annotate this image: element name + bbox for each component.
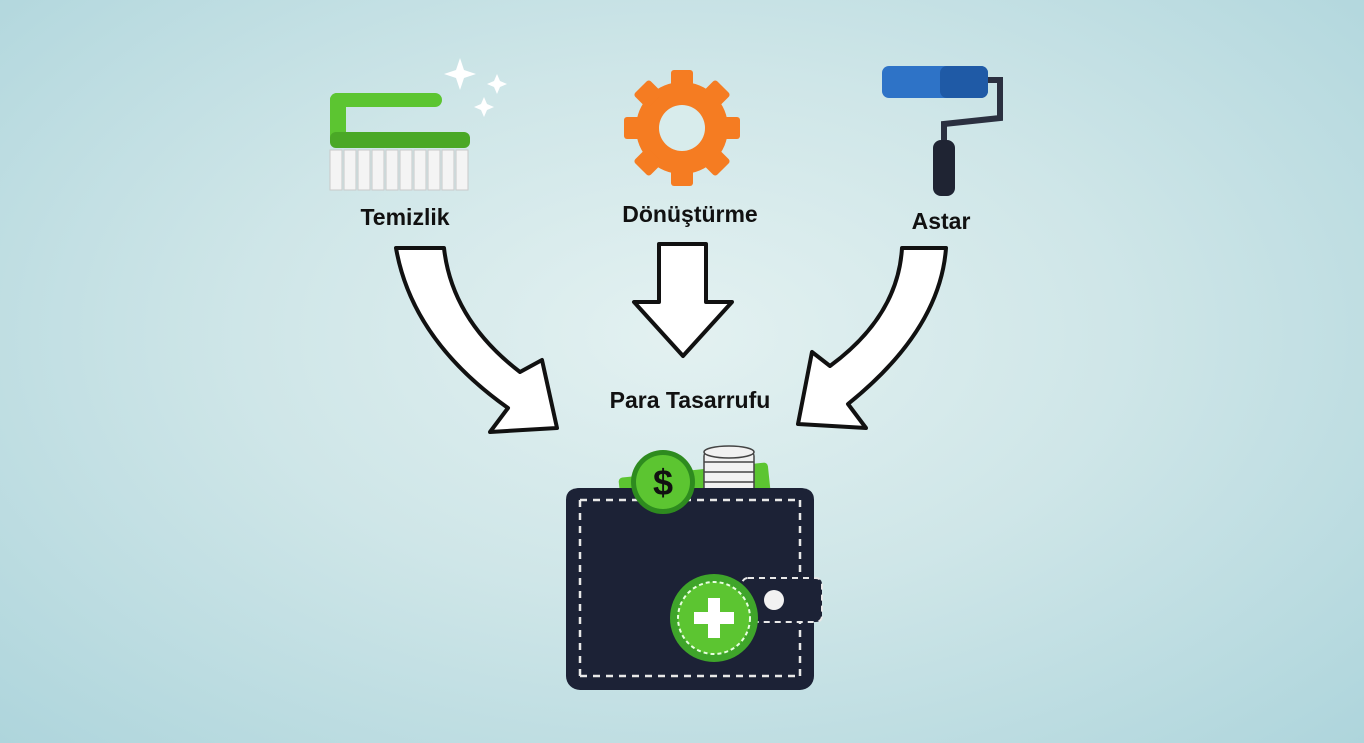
curved-arrow-right	[796, 246, 948, 430]
result-label: Para Tasarrufu	[610, 387, 771, 413]
gear-icon	[624, 70, 740, 186]
down-arrow-center	[632, 242, 734, 358]
step-label-donusturme: Dönüştürme	[622, 201, 757, 227]
paint-roller-icon	[882, 66, 1003, 196]
step-label-temizlik: Temizlik	[360, 204, 449, 230]
curved-arrow-left	[394, 246, 559, 434]
step-label-astar: Astar	[912, 208, 971, 234]
sparkle-icon	[444, 58, 507, 117]
plus-badge-icon	[670, 574, 758, 662]
dollar-coin-icon: $	[653, 462, 673, 503]
wallet-icon: $	[566, 445, 823, 690]
brush-icon	[329, 58, 507, 191]
